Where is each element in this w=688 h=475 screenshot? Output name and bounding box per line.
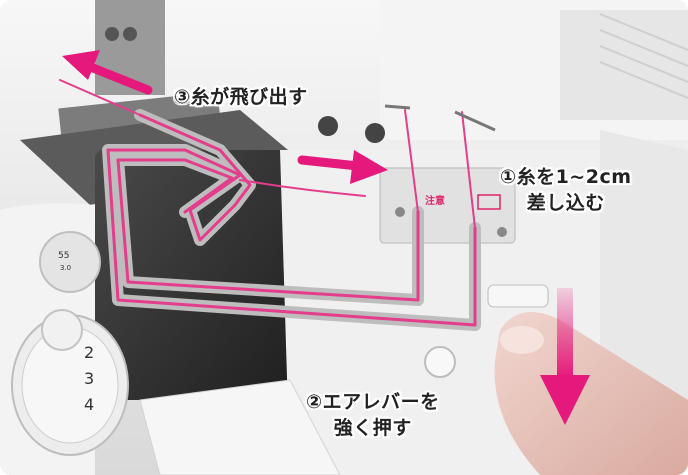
needle-screw — [123, 27, 137, 41]
large-dial: 2 3 4 — [11, 314, 129, 456]
base-tray — [139, 379, 341, 475]
arrow-right-icon — [297, 150, 388, 184]
dial-number: 4 — [84, 395, 94, 414]
air-button — [424, 346, 456, 378]
plate-screw — [497, 227, 507, 237]
arrow-up-left-icon — [62, 50, 153, 95]
thread-guide — [454, 110, 496, 132]
vent-slots — [599, 13, 688, 99]
small-dial-label: 55 — [58, 251, 69, 261]
dial-number: 2 — [84, 343, 94, 362]
step2-caption: ②エアレバーを 強く押す — [306, 391, 440, 439]
thread-guide — [384, 104, 411, 110]
air-lever — [487, 284, 549, 308]
thread-line — [59, 79, 141, 116]
thread-line — [404, 109, 419, 213]
thread-line — [116, 158, 420, 302]
step1-caption: ①糸を1~2cm 差し込む — [500, 166, 632, 214]
thread-line — [239, 179, 366, 197]
caution-box — [477, 194, 501, 210]
vent-panel — [560, 10, 688, 120]
finger — [494, 312, 688, 475]
plate-screw — [395, 207, 405, 217]
small-dial-label: 3.0 — [60, 264, 71, 272]
fingernail — [500, 326, 544, 354]
threading-tube — [59, 79, 481, 331]
small-dial: 55 3.0 — [39, 231, 101, 293]
needle-screw — [105, 27, 119, 41]
cover-screw — [365, 123, 385, 143]
cover-screw — [318, 116, 338, 136]
round-knob — [41, 309, 83, 351]
caution-label: 注意 — [425, 196, 445, 207]
thread-line — [461, 111, 476, 229]
thread-line — [106, 113, 477, 327]
step3-caption: ③糸が飛び出す — [174, 86, 308, 108]
dial-number: 3 — [84, 369, 94, 388]
arrow-down-icon — [540, 288, 590, 425]
looper-cavity — [95, 150, 290, 400]
air-lever-plate — [379, 167, 516, 244]
